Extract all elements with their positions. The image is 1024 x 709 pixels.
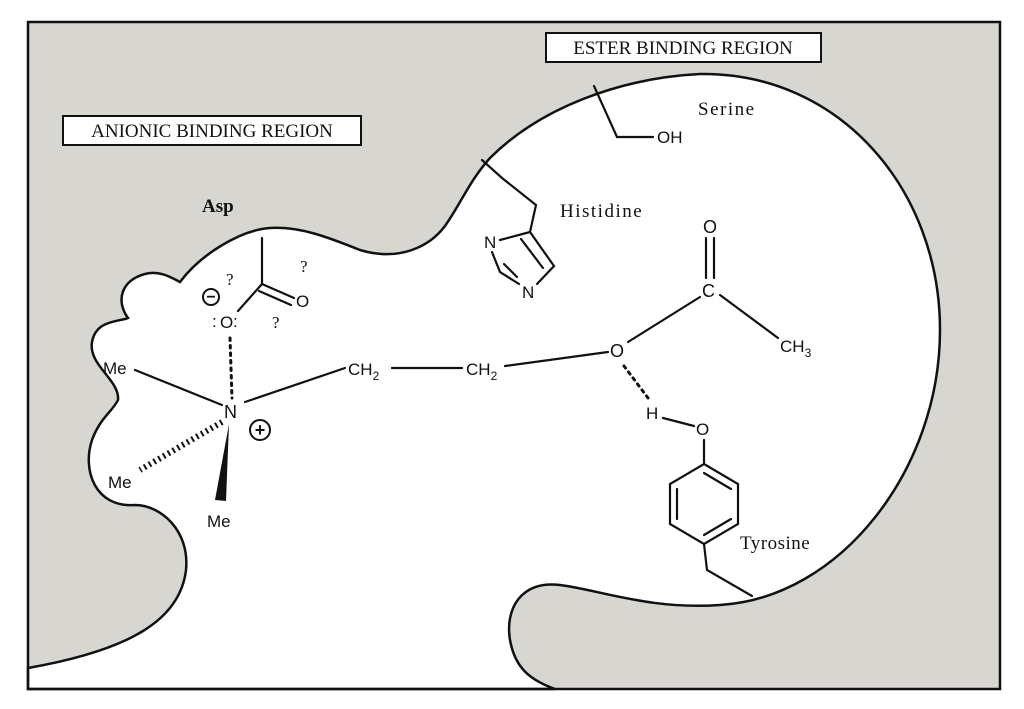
anionic-region-title: ANIONIC BINDING REGION bbox=[91, 121, 333, 142]
ester-o: O bbox=[610, 341, 624, 361]
histidine-side-chain bbox=[480, 158, 538, 234]
methyl-ch3: CH3 bbox=[780, 337, 812, 360]
methyl-top: Me bbox=[103, 359, 127, 378]
tyrosine-label: Tyrosine bbox=[740, 533, 810, 554]
imidazole-n1: N bbox=[484, 233, 496, 252]
ch2-first: CH2 bbox=[348, 360, 380, 383]
imidazole-double-bond-2 bbox=[502, 262, 519, 279]
c-ch3-bond bbox=[718, 293, 780, 340]
asp-lone-pair-right: : bbox=[233, 312, 238, 331]
ch3-main: CH bbox=[780, 337, 805, 356]
serine-side-chain bbox=[592, 84, 655, 139]
imidazole-ring bbox=[490, 230, 556, 286]
asp-co-double-b bbox=[257, 289, 293, 307]
serine-oh: OH bbox=[657, 128, 683, 147]
imidazole-n2: N bbox=[522, 283, 534, 302]
o-c-bond bbox=[626, 295, 702, 344]
n-me-bond-wedge bbox=[215, 424, 229, 501]
phenyl-inner-2 bbox=[702, 517, 733, 537]
negative-charge-circle bbox=[202, 288, 220, 306]
ch2-second-sub: 2 bbox=[491, 369, 498, 383]
positive-charge-sign: + bbox=[255, 420, 266, 440]
diagram-frame bbox=[26, 20, 1002, 691]
carbonyl-o: O bbox=[703, 217, 717, 237]
question-mark-2: ? bbox=[300, 257, 308, 276]
serine-label: Serine bbox=[698, 99, 756, 120]
ester-region-title: ESTER BINDING REGION bbox=[573, 38, 793, 59]
ionic-interaction bbox=[228, 336, 234, 400]
ch2-o-bond bbox=[503, 350, 610, 368]
hydrogen-bond bbox=[622, 364, 650, 400]
n-ch2-bond bbox=[243, 366, 347, 404]
histidine-label: Histidine bbox=[560, 201, 643, 222]
positive-charge-circle bbox=[249, 419, 271, 441]
tyrosine-h: H bbox=[646, 404, 658, 423]
phenyl-inner-1 bbox=[702, 471, 733, 491]
asp-co-single bbox=[236, 282, 264, 313]
tyrosine-side-chain bbox=[702, 542, 754, 598]
asp-label: Asp bbox=[202, 196, 234, 217]
ch2-second: CH2 bbox=[466, 360, 498, 383]
binding-pocket bbox=[26, 72, 942, 691]
asp-o-anion: O bbox=[220, 313, 233, 332]
ch2-second-main: CH bbox=[466, 360, 491, 379]
anionic-region-box bbox=[62, 115, 362, 146]
question-mark-3: ? bbox=[272, 313, 280, 332]
ch3-sub: 3 bbox=[805, 346, 812, 360]
carbonyl-c: C bbox=[702, 281, 715, 301]
ester-region-box bbox=[545, 32, 822, 63]
quaternary-n: N bbox=[224, 402, 237, 422]
h-o-bond bbox=[661, 416, 696, 428]
asp-o-double: O bbox=[296, 292, 309, 311]
tyrosine-o: O bbox=[696, 420, 709, 439]
asp-lone-pair-left: : bbox=[212, 312, 217, 331]
n-me-bond-top bbox=[133, 368, 224, 407]
methyl-left: Me bbox=[108, 473, 132, 492]
methyl-bottom: Me bbox=[207, 512, 231, 531]
asp-co-double-a bbox=[260, 282, 296, 300]
question-mark-1: ? bbox=[226, 270, 234, 289]
ch2-first-main: CH bbox=[348, 360, 373, 379]
imidazole-double-bond-1 bbox=[519, 237, 545, 270]
negative-charge-sign: − bbox=[206, 289, 215, 306]
ch2-first-sub: 2 bbox=[373, 369, 380, 383]
